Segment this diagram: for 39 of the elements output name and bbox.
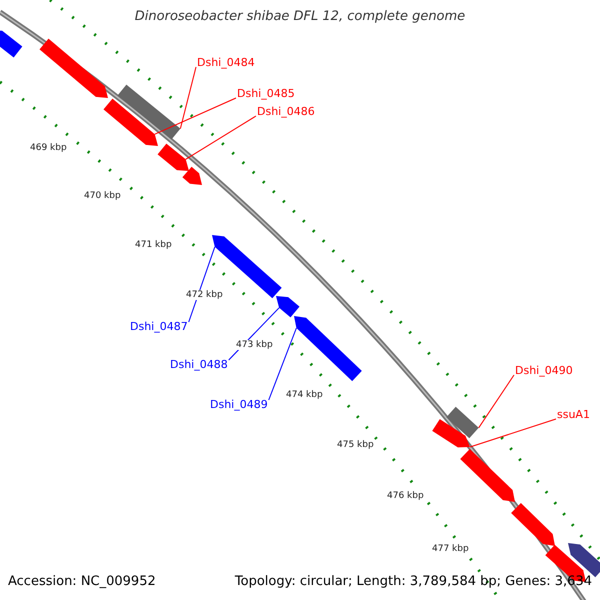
gene-feature <box>446 406 479 438</box>
tick-label: 470 kbp <box>84 191 121 201</box>
gene-feature <box>294 316 362 382</box>
gene-label: Dshi_0485 <box>237 87 295 100</box>
gene-label: Dshi_0486 <box>257 105 315 118</box>
tick-label: 472 kbp <box>186 290 223 300</box>
leader-line <box>268 328 297 400</box>
map-title: Dinoroseobacter shibae DFL 12, complete genome <box>134 9 466 24</box>
tick-label: 469 kbp <box>30 143 67 153</box>
leader-line <box>154 98 236 135</box>
gene-feature <box>104 98 158 146</box>
gene-label: Dshi_0484 <box>197 56 255 69</box>
gene-feature <box>40 38 108 98</box>
gene-feature <box>432 419 470 448</box>
gene-feature <box>182 166 202 185</box>
genome-summary: Topology: circular; Length: 3,789,584 bp; Genes: 3,634 <box>234 574 592 589</box>
gene-feature <box>276 296 300 318</box>
tick-label: 474 kbp <box>286 390 323 400</box>
leader-line <box>185 116 256 160</box>
gene-label: Dshi_0487 <box>130 320 188 333</box>
accession-text: Accession: NC_009952 <box>8 574 156 589</box>
gene-feature <box>511 503 555 546</box>
gene-label: ssuA1 <box>557 408 590 421</box>
gene-feature <box>118 84 180 140</box>
gene-feature <box>158 144 189 171</box>
gene-label: Dshi_0490 <box>515 364 573 377</box>
gene-feature <box>0 30 22 58</box>
gene-feature <box>460 449 515 502</box>
leader-line <box>478 374 514 428</box>
leader-line <box>470 418 556 448</box>
leader-line <box>188 246 216 322</box>
tick-label: 471 kbp <box>135 240 172 250</box>
tick-label: 473 kbp <box>236 340 273 350</box>
gene-label: Dshi_0488 <box>170 358 228 371</box>
tick-label: 477 kbp <box>432 544 469 554</box>
leader-line <box>180 66 196 130</box>
gene-label: Dshi_0489 <box>210 398 268 411</box>
tick-label: 475 kbp <box>337 440 374 450</box>
tick-label: 476 kbp <box>387 491 424 501</box>
